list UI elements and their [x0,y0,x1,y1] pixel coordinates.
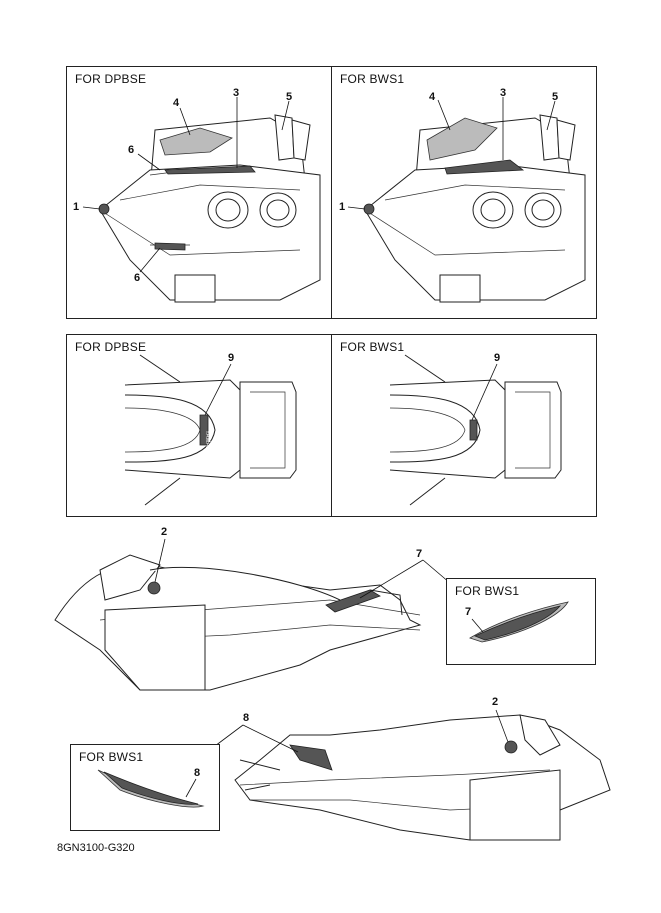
callout-5: 5 [552,91,559,103]
panel-title: FOR BWS1 [340,340,405,354]
callout-7: 7 [416,548,423,560]
callout-9: 9 [494,352,501,364]
callout-5: 5 [286,91,293,103]
panel-title: FOR BWS1 [340,72,405,86]
callout-6: 6 [128,144,135,156]
panel-title: FOR BWS1 [79,750,144,764]
callout-8: 8 [243,712,250,724]
panel-title: FOR DPBSE [75,340,147,354]
callout-8: 8 [194,767,201,779]
callout-3: 3 [233,87,240,99]
panel-title: FOR DPBSE [75,72,147,86]
callout-6: 6 [134,272,141,284]
callout-1: 1 [339,201,346,213]
callout-7: 7 [465,606,472,618]
callout-4: 4 [429,91,436,103]
callout-9: 9 [228,352,235,364]
inset-bws1-lower: FOR BWS1 [70,744,220,831]
svg-text:YAMAHA: YAMAHA [204,430,210,455]
callout-2: 2 [492,696,499,708]
callout-4: 4 [173,97,180,109]
panel-title: FOR BWS1 [455,584,520,598]
callout-2: 2 [161,526,168,538]
callout-3: 3 [500,87,507,99]
callout-1: 1 [73,201,80,213]
diagram-code: 8GN3100-G320 [57,842,135,854]
